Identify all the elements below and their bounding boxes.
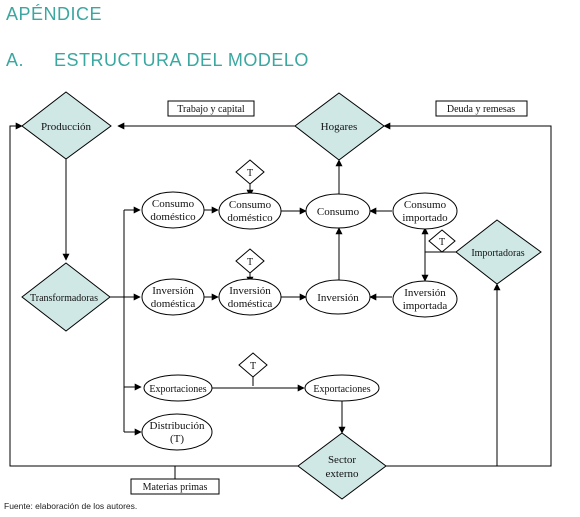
inversion-domestica-1-label-2: doméstica	[151, 298, 196, 310]
inversion-node	[305, 279, 371, 315]
importadoras-label: Importadoras	[471, 248, 524, 259]
source-note: Fuente: elaboración de los autores.	[4, 501, 138, 511]
inversion-importada-label-2: importada	[403, 300, 448, 312]
consumo-domestico-1-node	[141, 191, 205, 229]
sector-externo-node	[297, 432, 387, 500]
exportaciones-2-node	[304, 374, 380, 402]
tax-marker-exportaciones-label: T	[250, 361, 256, 372]
section-title: ESTRUCTURA DEL MODELO	[54, 50, 309, 70]
distribucion-label-2: (T)	[170, 433, 184, 445]
importadoras-node	[455, 219, 542, 285]
inversion-domestica-2-label-2: doméstica	[228, 298, 273, 310]
trabajo-capital-box	[167, 100, 255, 117]
tax-marker-exportaciones	[238, 352, 268, 378]
consumo-node	[305, 193, 371, 229]
inversion-label: Inversión	[317, 292, 359, 304]
distribucion-node	[141, 413, 213, 451]
inversion-domestica-1-node	[141, 278, 205, 316]
consumo-label: Consumo	[317, 206, 360, 218]
tax-marker-inversion	[235, 248, 265, 274]
exportaciones-2-label: Exportaciones	[313, 384, 370, 395]
consumo-domestico-2-label-1: Consumo	[229, 199, 272, 211]
produccion-node	[21, 91, 112, 160]
tax-marker-consumo-label: T	[247, 168, 253, 179]
tax-marker-consumo	[235, 159, 265, 185]
exportaciones-1-node	[143, 374, 213, 402]
inversion-domestica-2-label-1: Inversión	[229, 285, 271, 297]
consumo-importado-label-1: Consumo	[404, 199, 447, 211]
consumo-importado-node	[392, 192, 458, 230]
inversion-importada-label-1: Inversión	[404, 287, 446, 299]
trabajo-capital-label: Trabajo y capital	[177, 104, 245, 115]
appendix-title: APÉNDICE	[6, 4, 103, 24]
deuda-remesas-box	[435, 100, 528, 117]
flow-sector-to-importadoras	[386, 283, 501, 467]
tax-marker-inversion-label: T	[247, 257, 253, 268]
distribucion-label-1: Distribución	[150, 420, 205, 432]
consumo-domestico-2-node	[218, 192, 282, 230]
materias-primas-box	[130, 478, 220, 495]
sector-externo-label-1: Sector	[328, 454, 356, 466]
transformadoras-label: Transformadoras	[30, 293, 98, 304]
flow-lines	[9, 122, 552, 479]
deuda-remesas-label: Deuda y remesas	[447, 104, 515, 115]
consumo-importado-label-2: importado	[402, 212, 448, 224]
sector-externo-label-2: externo	[326, 468, 359, 480]
tax-marker-importado-label: T	[439, 237, 445, 248]
hogares-node	[294, 92, 385, 161]
exportaciones-1-label: Exportaciones	[149, 384, 206, 395]
transformadoras-node	[21, 262, 111, 332]
flow-sector-to-produccion	[9, 122, 298, 467]
consumo-domestico-1-label-2: doméstico	[150, 211, 196, 223]
materias-primas-label: Materias primas	[143, 482, 208, 493]
produccion-label: Producción	[41, 121, 92, 133]
inversion-importada-node	[392, 280, 458, 318]
tax-marker-importado	[428, 229, 456, 253]
consumo-domestico-1-label-1: Consumo	[152, 198, 195, 210]
inversion-domestica-1-label-1: Inversión	[152, 285, 194, 297]
section-heading: A. ESTRUCTURA DEL MODELO	[6, 50, 309, 71]
consumo-domestico-2-label-2: doméstico	[227, 212, 273, 224]
hogares-label: Hogares	[321, 121, 358, 133]
inversion-domestica-2-node	[218, 278, 282, 316]
section-letter: A.	[6, 50, 25, 70]
